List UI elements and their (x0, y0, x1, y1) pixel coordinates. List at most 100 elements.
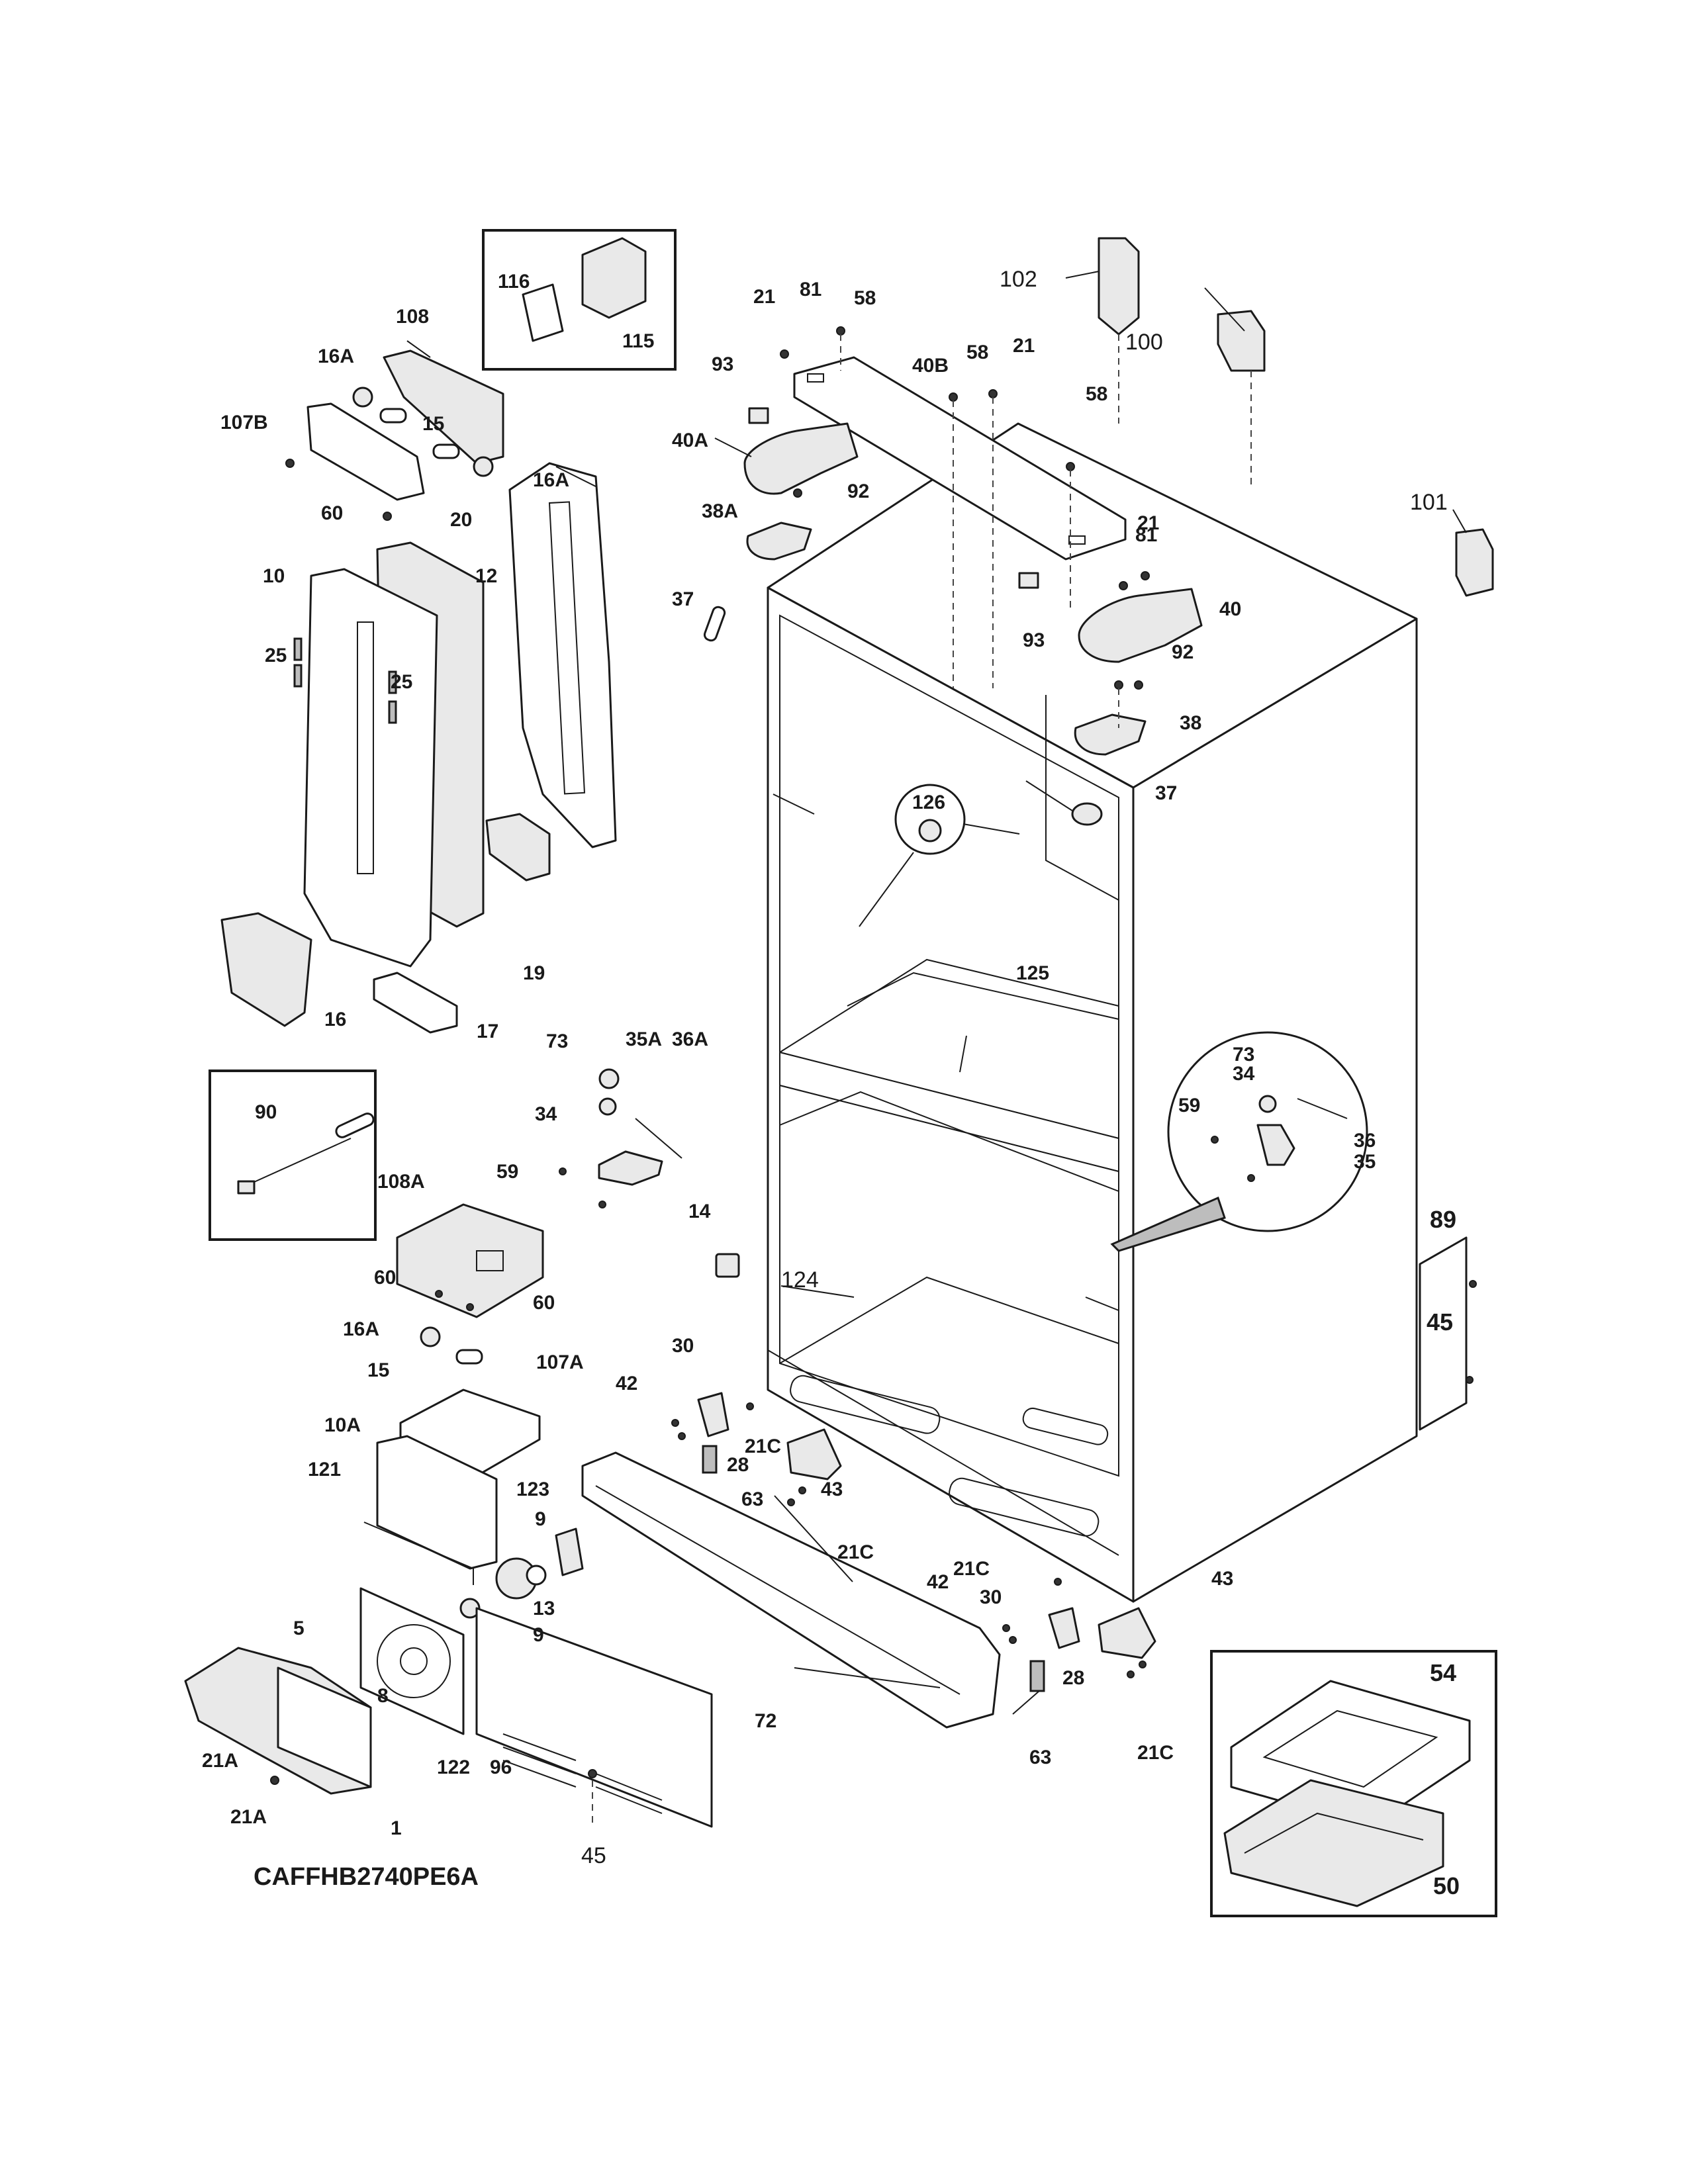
callout-125: 125 (1016, 962, 1049, 984)
callout-12: 12 (475, 565, 497, 587)
bottom-hinge-parts (671, 1236, 1477, 1692)
callout-25: 25 (265, 645, 287, 666)
callout-37: 37 (672, 588, 694, 610)
callout-28: 28 (1062, 1667, 1084, 1689)
callout-108A: 108A (377, 1171, 425, 1193)
callout-21: 21 (1013, 335, 1035, 357)
callout-8: 8 (377, 1685, 389, 1707)
callout-15: 15 (367, 1359, 389, 1381)
callout-30: 30 (980, 1586, 1002, 1608)
callout-20: 20 (450, 509, 472, 531)
callout-115: 115 (622, 330, 654, 352)
callout-40B: 40B (912, 355, 949, 377)
mid-left-parts (396, 1068, 740, 1477)
callout-126: 126 (912, 792, 945, 813)
callout-14: 14 (688, 1201, 711, 1222)
callout-15: 15 (422, 413, 444, 435)
callout-34: 34 (1233, 1063, 1255, 1085)
callout-37: 37 (1155, 782, 1177, 804)
callout-100: 100 (1125, 330, 1163, 355)
callout-13: 13 (533, 1598, 555, 1619)
kickplate (581, 1451, 1001, 1729)
callout-92: 92 (847, 480, 869, 502)
callout-35A: 35A (626, 1028, 662, 1050)
callout-16: 16 (324, 1009, 346, 1030)
callout-16A: 16A (343, 1318, 379, 1340)
callout-123: 123 (516, 1479, 549, 1500)
callout-122: 122 (437, 1756, 470, 1778)
callout-19: 19 (523, 962, 545, 984)
callout-124: 124 (781, 1267, 819, 1293)
callout-40: 40 (1219, 598, 1241, 620)
callout-81: 81 (800, 279, 821, 300)
leader-lines (406, 271, 1467, 1715)
callout-16A: 16A (533, 469, 569, 491)
callout-38A: 38A (702, 500, 738, 522)
callout-21C: 21C (1137, 1742, 1174, 1764)
callout-21A: 21A (202, 1750, 238, 1772)
callout-36A: 36A (672, 1028, 708, 1050)
inset-116-115 (482, 229, 677, 371)
inset-54-50 (1210, 1650, 1497, 1917)
callout-9: 9 (535, 1508, 546, 1530)
callout-92: 92 (1172, 641, 1194, 663)
callout-107A: 107A (536, 1351, 584, 1373)
callout-21: 21 (753, 286, 775, 308)
callout-38: 38 (1180, 712, 1201, 734)
callout-63: 63 (1029, 1747, 1051, 1768)
callout-16A: 16A (318, 345, 354, 367)
model-number: CAFFHB2740PE6A (254, 1863, 479, 1891)
callout-58: 58 (854, 287, 876, 309)
callout-89: 89 (1430, 1206, 1456, 1233)
callout-28: 28 (727, 1454, 749, 1476)
callout-42: 42 (927, 1571, 949, 1593)
callout-107B: 107B (220, 412, 268, 433)
callout-labels: 1 5 8 9 9 10 10A 12 13 14 15 15 16 16A 1… (202, 267, 1460, 1899)
callout-116: 116 (498, 271, 530, 293)
callout-60: 60 (374, 1267, 396, 1289)
callout-35: 35 (1354, 1151, 1376, 1173)
callout-25: 25 (391, 671, 412, 693)
callout-21A: 21A (230, 1806, 267, 1828)
left-duct-parts (220, 349, 617, 1034)
callout-59: 59 (1178, 1095, 1200, 1116)
callout-60: 60 (533, 1292, 555, 1314)
callout-59: 59 (496, 1161, 518, 1183)
callout-30: 30 (672, 1335, 694, 1357)
callout-40A: 40A (672, 430, 708, 451)
callout-81: 81 (1135, 524, 1157, 546)
callout-54: 54 (1430, 1659, 1456, 1686)
inset-90 (209, 1069, 377, 1241)
callout-17: 17 (477, 1021, 498, 1042)
callout-9: 9 (533, 1624, 544, 1646)
callout-36: 36 (1354, 1130, 1376, 1152)
callout-90: 90 (255, 1101, 277, 1123)
callout-21C: 21C (953, 1558, 990, 1580)
callout-10A: 10A (324, 1414, 361, 1436)
callout-93: 93 (1023, 629, 1045, 651)
callout-58: 58 (1086, 383, 1107, 405)
callout-73: 73 (546, 1030, 568, 1052)
cabinet (767, 422, 1418, 1603)
top-hinge-parts (703, 237, 1494, 826)
callout-45: 45 (1427, 1308, 1453, 1336)
callout-63: 63 (741, 1488, 763, 1510)
callout-5: 5 (293, 1617, 305, 1639)
detail-circle-hinge (1110, 1031, 1368, 1252)
callout-1: 1 (391, 1817, 402, 1839)
callout-50: 50 (1433, 1872, 1460, 1899)
callout-72: 72 (755, 1710, 776, 1732)
callout-34: 34 (535, 1103, 557, 1125)
callout-108: 108 (396, 306, 429, 328)
detail-126 (859, 784, 1020, 927)
callout-60: 60 (321, 502, 343, 524)
callout-102: 102 (1000, 267, 1037, 292)
callout-96: 96 (490, 1756, 512, 1778)
callout-10: 10 (263, 565, 285, 587)
callout-121: 121 (308, 1459, 341, 1480)
callout-21: 21 (1137, 512, 1159, 534)
callout-21C: 21C (745, 1435, 781, 1457)
callout-21C: 21C (837, 1541, 874, 1563)
callout-58: 58 (966, 341, 988, 363)
